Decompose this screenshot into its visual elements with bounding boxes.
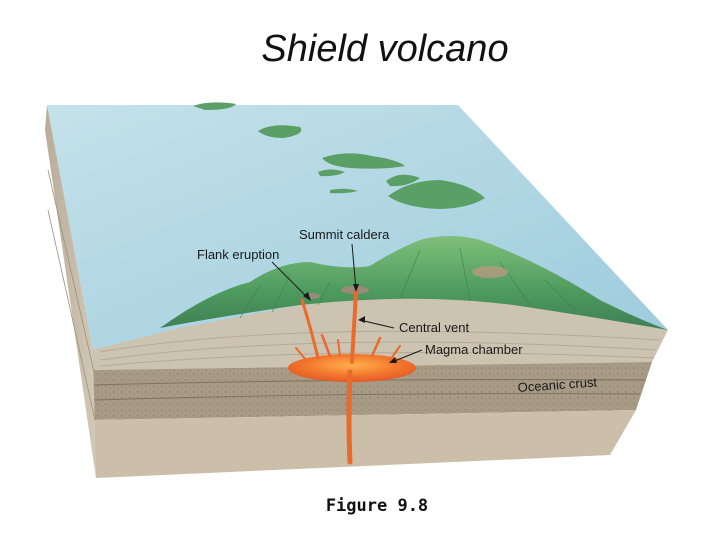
magma-chamber (288, 354, 416, 382)
volcano-cross-section (92, 295, 668, 370)
central-conduit (350, 290, 358, 364)
secondary-cone (472, 266, 508, 278)
leader-summit-caldera (351, 243, 357, 291)
island (322, 153, 405, 169)
block-left-face (45, 105, 96, 478)
label-flank-eruption: Flank eruption (197, 247, 279, 262)
island (258, 125, 302, 138)
leader-magma-chamber (391, 349, 423, 363)
flank-conduit (300, 298, 320, 360)
summit-caldera-rim (341, 286, 369, 294)
leader-arrowheads (303, 284, 397, 363)
label-summit-caldera: Summit caldera (299, 227, 390, 242)
leader-lines (271, 243, 423, 363)
island (330, 188, 358, 194)
island (386, 174, 420, 187)
feeder-dike (346, 369, 353, 465)
island (193, 102, 236, 110)
volcano-surface (160, 236, 668, 330)
island (388, 180, 485, 209)
figure-caption: Figure 9.8 (325, 496, 429, 516)
distant-islands (193, 102, 485, 209)
leader-flank-eruption (271, 261, 311, 301)
slide-title: Shield volcano (261, 28, 509, 70)
label-oceanic-crust: Oceanic crust (517, 374, 598, 395)
magma-conduits (295, 290, 401, 465)
label-magma-chamber: Magma chamber (425, 342, 523, 357)
left-face-layers (47, 169, 96, 421)
oceanic-crust-layer (92, 362, 652, 420)
leader-central-vent (359, 319, 395, 329)
mantle-layer (94, 410, 636, 478)
sediment-lines (99, 330, 661, 367)
island (318, 169, 345, 177)
label-central-vent: Central vent (399, 320, 469, 335)
